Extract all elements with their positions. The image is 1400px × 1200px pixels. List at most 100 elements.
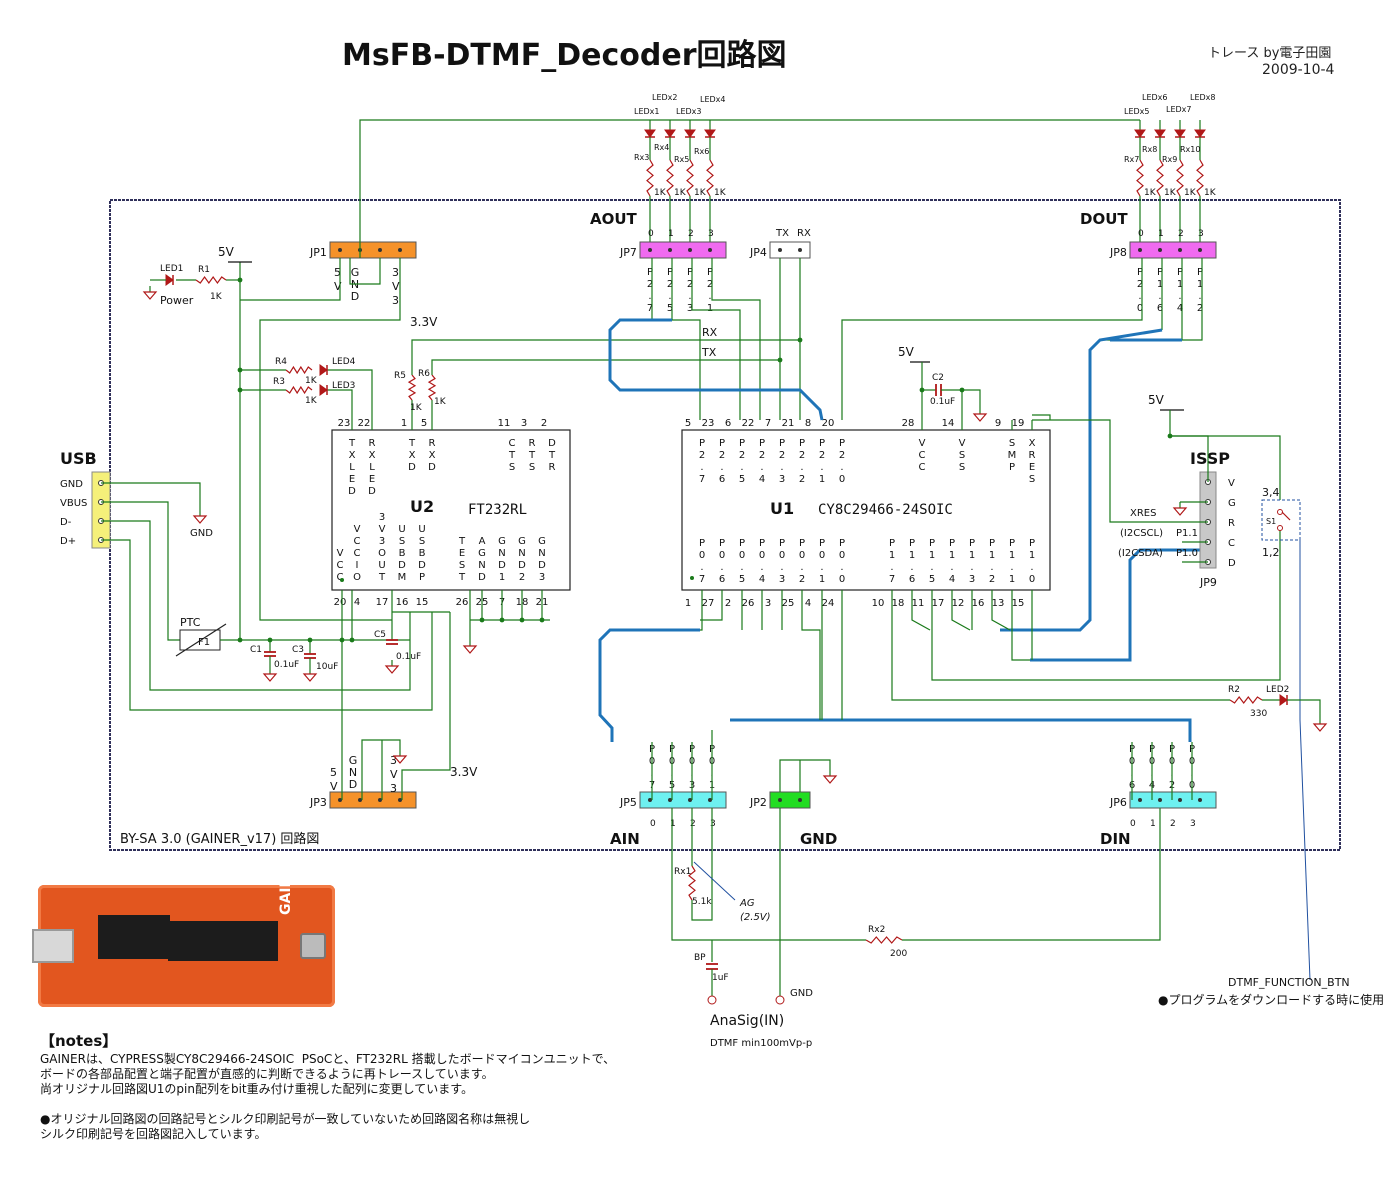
u1-top-pin-name: 2 (699, 450, 705, 461)
u1-top-pin-name: P (839, 438, 845, 449)
pcb-brand-text: GAINER (278, 855, 294, 915)
u1-bottom-pin-name: 1 (889, 550, 895, 561)
ledx5-label: LEDx5 (1124, 107, 1150, 116)
aout-index-label: 1 (668, 229, 674, 239)
u2-top-pin-name: L (349, 462, 355, 473)
u1-top-pin-name: S (1029, 474, 1035, 485)
u1-bottom-pin-number: 18 (892, 598, 905, 609)
dout-res-value: 1K (1144, 188, 1157, 198)
u2-pin1-dot (340, 578, 344, 582)
u1-top-pin-number: 19 (1012, 418, 1025, 429)
u1-bottom-pin-name: 6 (719, 574, 725, 585)
u2-top-pin-name: T (508, 450, 516, 461)
aout-led (644, 129, 656, 138)
jp9-pin-label: V (1228, 478, 1235, 489)
u1-bottom-pin-name: . (970, 562, 973, 573)
bp-label: BP (694, 953, 706, 963)
u1-bottom-pin-number: 4 (805, 598, 811, 609)
jp1-pin-text: 3 (392, 294, 399, 307)
jp7-wire (691, 258, 741, 420)
u1-bottom-pin-name: 0 (799, 550, 805, 561)
u1-top-pin-name: S (1009, 438, 1015, 449)
din-index-label: 3 (1190, 819, 1196, 829)
jp1-pin-text: 3 (392, 266, 399, 279)
u1-bottom-pin-number: 3 (765, 598, 771, 609)
u1-top-pin-number: 6 (725, 418, 731, 429)
s1-contact (1277, 509, 1283, 515)
u2-top-pin-name: X (409, 450, 416, 461)
dout-led (1154, 129, 1166, 138)
u1-ref: U1 (770, 499, 794, 518)
jp8-port-label: P (1177, 267, 1183, 278)
junction-dot (479, 617, 485, 623)
usb-pin-label: D- (60, 517, 72, 528)
jp7-port-label: 3 (687, 303, 693, 314)
jp4-pin (778, 248, 782, 252)
switch-s1 (1261, 499, 1301, 541)
u2-bottom-pin-number: 20 (334, 597, 347, 608)
jp7-wire (711, 258, 761, 420)
jp8-header-pin (1178, 248, 1182, 252)
u1-bottom-pin-name: . (780, 562, 783, 573)
u1-bottom-pin-name: P (779, 538, 785, 549)
u1-top-pin-name: S (959, 450, 965, 461)
jp8-header-pin (1198, 248, 1202, 252)
resistor-rx1 (688, 865, 696, 901)
u1-bottom-pin-name: 1 (949, 550, 955, 561)
aout-resistor (686, 159, 694, 197)
u2-top-pin-name: D (348, 486, 356, 497)
jp2-label: JP2 (749, 796, 767, 809)
u2-bottom-pin-name: A (479, 536, 486, 547)
ain-index-label: 3 (710, 819, 716, 829)
jp7-wire (651, 258, 701, 420)
p11-label: P1.1 (1176, 528, 1198, 539)
u2-bottom-pin-name: C (354, 536, 361, 547)
psoc-chip-photo (168, 921, 278, 961)
u2-top-pin-name: C (509, 438, 516, 449)
u2-bottom-pin-name: G (518, 536, 526, 547)
jp3-pin-text: 3 (390, 754, 397, 767)
u2-top-pin-number: 23 (338, 418, 351, 429)
u1-bottom-pin-name: 1 (1009, 574, 1015, 585)
u1-top-pin-name: P (819, 438, 825, 449)
u1-bottom-pin-number: 2 (725, 598, 731, 609)
r3-label: R3 (273, 377, 285, 387)
ain-signal-wire (671, 808, 712, 941)
led4-label: LED4 (332, 357, 356, 367)
jp3-header (329, 791, 417, 809)
u1-bottom-pin-name: . (740, 562, 743, 573)
r3-value: 1K (305, 396, 318, 406)
jp9-label: JP9 (1199, 576, 1217, 589)
rx2-value: 200 (890, 949, 907, 959)
bus-issp (1030, 548, 1210, 662)
board-footer-label: BY-SA 3.0 (GAINER_v17) 回路図 (120, 831, 319, 847)
u1-bottom-pin-name: P (819, 538, 825, 549)
jp2-ground (822, 775, 838, 784)
u1-top-pin-name: V (919, 438, 926, 449)
u1-bottom-pin-name: 1 (969, 550, 975, 561)
aout-index-label: 2 (688, 229, 694, 239)
jp1-pin-text: D (351, 290, 359, 303)
u2-ref: U2 (410, 497, 434, 516)
u1-top-pin-name: 2 (819, 450, 825, 461)
notes-text: GAINERは、CYPRESS製CY8C29466-24SOIC PSoCと、F… (40, 1052, 616, 1141)
s1-label: S1 (1266, 517, 1276, 526)
u1-bottom-pin-name: P (969, 538, 975, 549)
u2-top-pin-name: R (369, 438, 376, 449)
jp7-port-label: . (708, 291, 711, 302)
junction-dot (237, 387, 243, 393)
junction-dot (519, 617, 525, 623)
u1-top-pin-name: . (760, 462, 763, 473)
dout-index-label: 0 (1138, 229, 1144, 239)
u2-top-pin-number: 1 (401, 418, 407, 429)
i2cscl-label: (I2CSCL) (1120, 528, 1163, 539)
jp6-header-pin (1158, 798, 1162, 802)
usb-gnd-wire (101, 482, 201, 510)
u1-bottom-pin-name: 0 (819, 550, 825, 561)
u2-bottom-pin-name: G (478, 548, 486, 559)
jp9-pin-label: R (1228, 518, 1235, 529)
jp1-header (329, 241, 417, 259)
u1-p06-wire (700, 590, 723, 621)
u1-top-pin-number: 21 (782, 418, 795, 429)
